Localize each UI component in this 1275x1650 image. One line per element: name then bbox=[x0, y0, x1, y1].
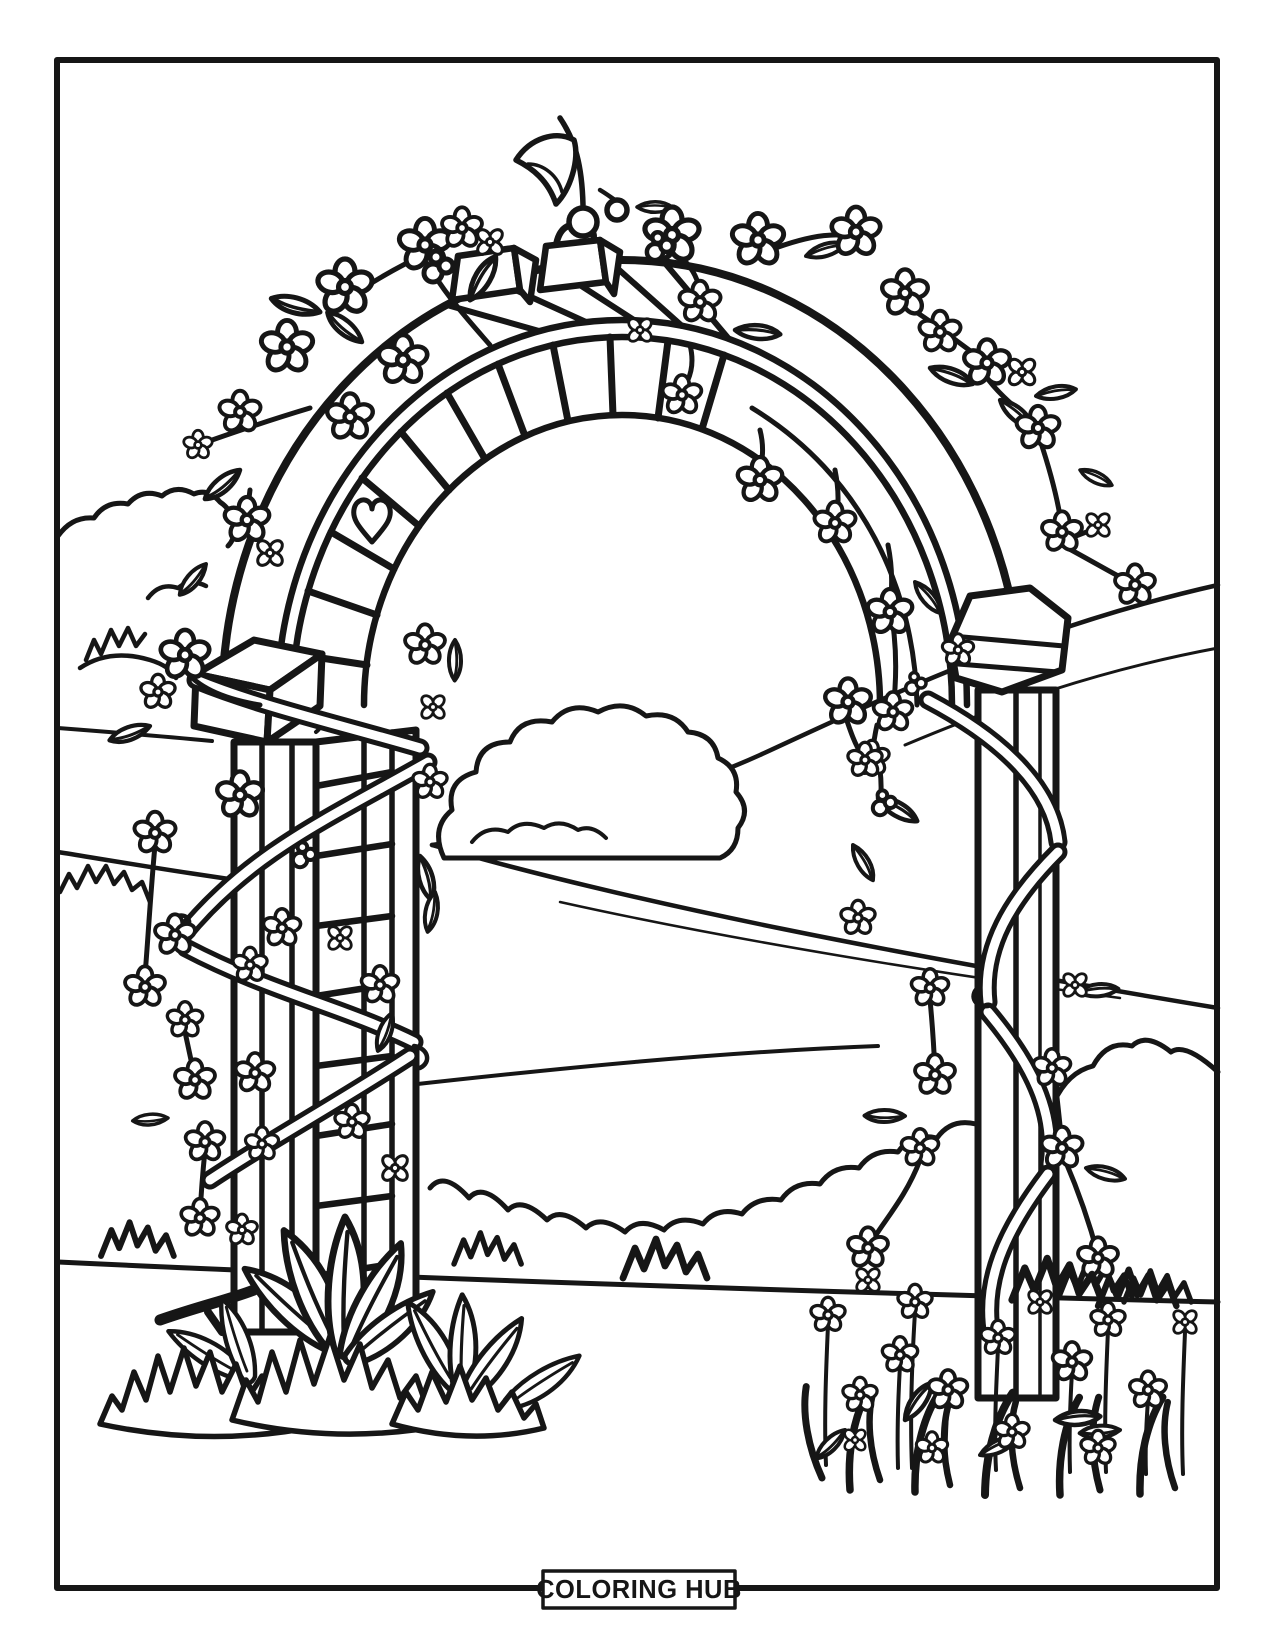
right-flower-bed bbox=[795, 1258, 1200, 1496]
left-base-bush bbox=[97, 1217, 586, 1440]
brand-label-text: COLORING HUB bbox=[536, 1576, 742, 1604]
arch-lattice-rungs bbox=[291, 333, 728, 669]
hanging-sprig bbox=[513, 115, 630, 239]
heart-detail bbox=[351, 497, 393, 545]
post-ladder-rungs bbox=[312, 768, 396, 1280]
brand-label-box: COLORING HUB bbox=[536, 1569, 742, 1610]
post-knob bbox=[946, 584, 1072, 696]
hedgerow bbox=[427, 1037, 1221, 1235]
center-bush bbox=[436, 703, 747, 861]
